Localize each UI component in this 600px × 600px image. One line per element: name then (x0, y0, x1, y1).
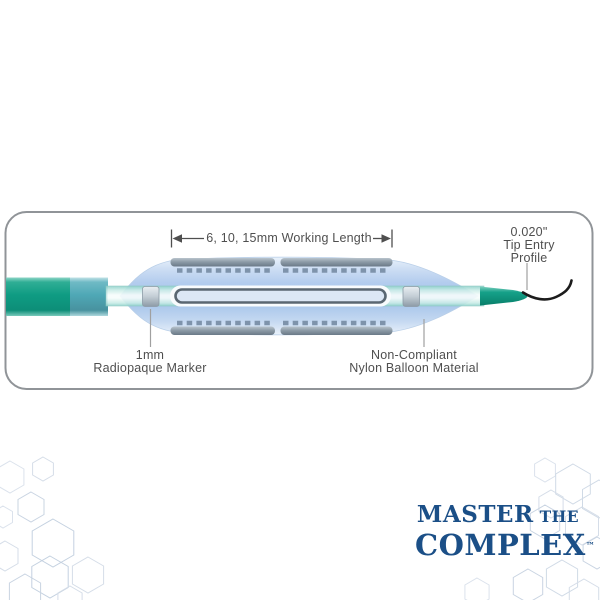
logo-word-complex: COMPLEX (415, 528, 586, 562)
logo-line1: MASTER THE (415, 501, 581, 530)
hexagon-pattern-right (464, 457, 600, 600)
arrowhead-right-icon (381, 234, 391, 243)
logo-word-the: THE (539, 507, 580, 526)
hexagon-icon (8, 573, 42, 600)
balloon-material-label: Non-Compliant Nylon Balloon Material (349, 349, 478, 375)
hexagon-icon (31, 555, 69, 599)
hexagon-icon (582, 536, 600, 570)
hexagon-icon (512, 568, 544, 600)
hexagon-icon (71, 556, 105, 594)
working-length-capsule (174, 288, 387, 304)
tip-profile-label-line2: Tip Entry (503, 237, 555, 252)
hexagon-icon (0, 460, 25, 494)
balloon-material-label-line2: Nylon Balloon Material (349, 361, 479, 375)
radiopaque-marker-right (402, 286, 420, 307)
scoring-element-bottom-left (170, 326, 275, 335)
master-the-complex-logo: MASTER THE COMPLEX™ (415, 501, 595, 565)
scoring-element-top-right (280, 258, 393, 267)
tip-profile-label-line1: 0.020" (510, 224, 548, 239)
working-length-label: 6, 10, 15mm Working Length (206, 230, 372, 245)
scoring-element-bottom-right (280, 326, 393, 335)
distal-tip-cone (480, 286, 528, 306)
hexagon-icon (0, 505, 13, 529)
hexagon-icon (529, 504, 561, 540)
balloon-material-label-line1: Non-Compliant (371, 348, 457, 362)
radiopaque-marker-label: 1mm Radiopaque Marker (93, 349, 206, 375)
radiopaque-marker-left (142, 286, 160, 307)
proximal-shaft-transition (70, 277, 108, 316)
hexagon-icon (568, 578, 600, 600)
arrowhead-left-icon (172, 234, 182, 243)
logo-word-master: MASTER (416, 501, 534, 528)
proximal-shaft-green (6, 277, 70, 316)
logo-trademark: ™ (585, 541, 595, 552)
hexagon-icon (565, 506, 599, 546)
hexagon-icon (534, 457, 556, 483)
tip-profile-label-line3: Profile (510, 250, 548, 265)
scoring-element-top-left (170, 258, 275, 267)
tip-profile-label: 0.020" Tip Entry Profile (503, 224, 555, 265)
hexagon-icon (17, 491, 45, 523)
logo-line2: COMPLEX™ (415, 530, 595, 565)
radiopaque-marker-label-line1: 1mm (135, 348, 165, 362)
hexagon-icon (0, 540, 19, 572)
hexagon-icon (545, 559, 579, 597)
hexagon-icon (31, 518, 75, 568)
hexagon-icon (555, 463, 591, 505)
hexagon-icon (32, 456, 54, 482)
hexagon-pattern-left (0, 456, 105, 600)
hexagon-icon (538, 489, 564, 519)
guidewire-tip (521, 279, 573, 301)
hexagon-icon (57, 585, 83, 600)
hexagon-icon (464, 577, 490, 600)
radiopaque-marker-label-line2: Radiopaque Marker (93, 361, 207, 375)
